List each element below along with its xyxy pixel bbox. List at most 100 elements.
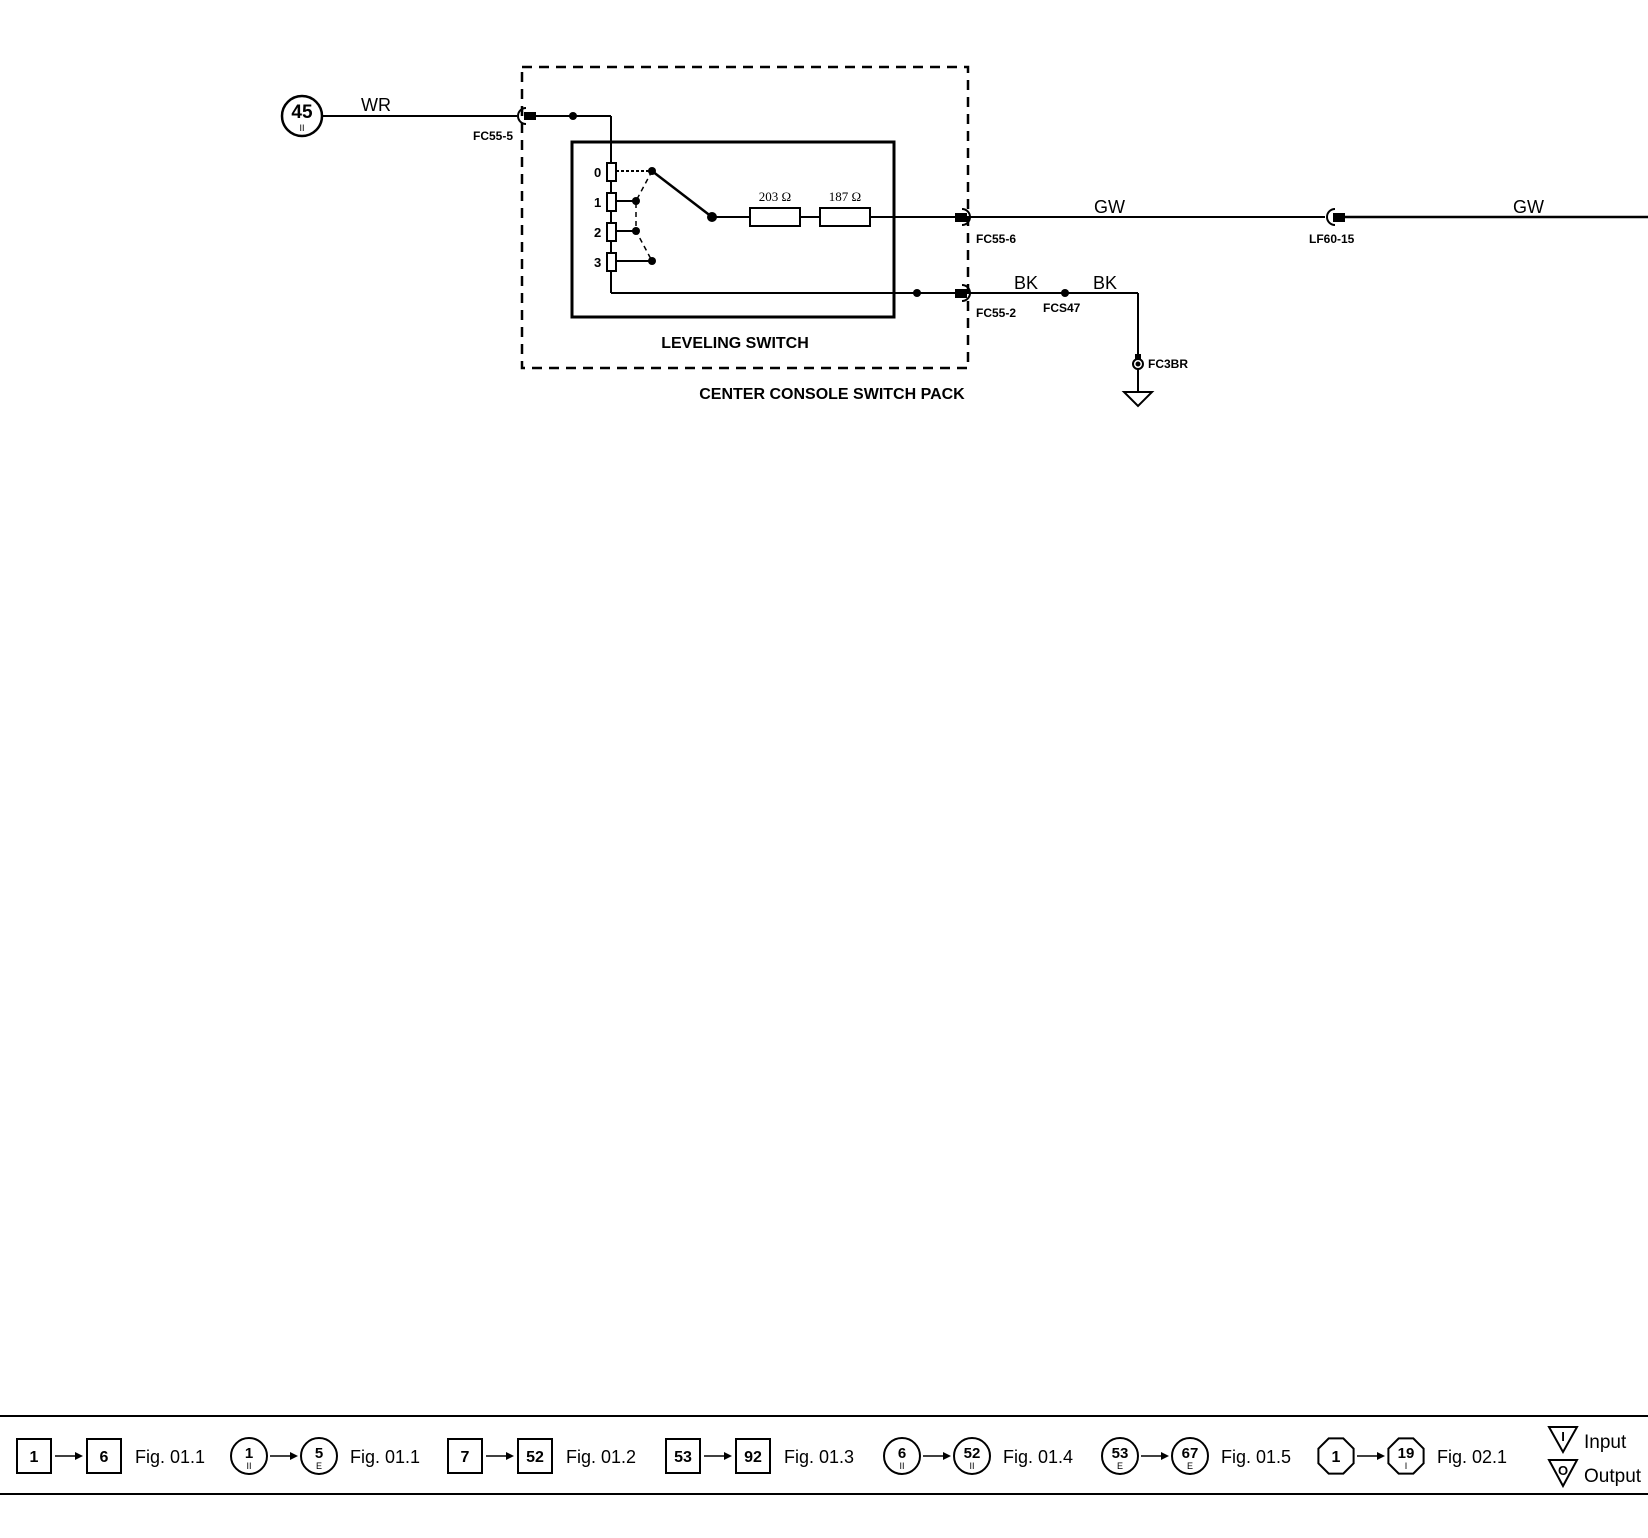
position-2-label: 2 (594, 225, 601, 240)
arrow-right-icon (1161, 1452, 1169, 1460)
legend-fig-label: Fig. 01.5 (1221, 1447, 1291, 1467)
splice-fcs47 (1061, 289, 1069, 297)
output-triangle-icon (1547, 1459, 1579, 1489)
resistor-187-label: 187 Ω (829, 189, 861, 204)
legend-from-symbol-number: 6 (898, 1445, 906, 1462)
switch-pack-label: CENTER CONSOLE SWITCH PACK (699, 386, 965, 403)
arrow-right-icon (290, 1452, 298, 1460)
reference-sub: II (299, 123, 304, 133)
legend-fig-label: Fig. 01.2 (566, 1447, 636, 1467)
position-3-label: 3 (594, 255, 601, 270)
legend-to-symbol-number: 92 (744, 1449, 762, 1466)
legend-fig-label: Fig. 01.3 (784, 1447, 854, 1467)
legend-to-symbol: 5E (300, 1437, 338, 1475)
arrow-right-icon (75, 1452, 83, 1460)
center-console-switch-pack-box (520, 65, 970, 370)
contact-3 (606, 252, 617, 272)
legend-from-symbol-sub: II (246, 1461, 251, 1471)
legend-item: 1 19I Fig. 02.1 (1317, 1437, 1507, 1475)
legend-from-symbol-sub: II (899, 1461, 904, 1471)
legend-fig-label: Fig. 02.1 (1437, 1447, 1507, 1467)
gw-wire-label-2: GW (1513, 197, 1544, 217)
leveling-switch-box (570, 140, 896, 319)
arrow-right-icon (943, 1452, 951, 1460)
connector-lf60-15-symbol (1326, 208, 1336, 226)
connector-fc55-6-symbol (961, 208, 971, 226)
arrow-right-icon (506, 1452, 514, 1460)
legend-to-symbol: 19I (1387, 1437, 1425, 1475)
legend-item: 1II 5E Fig. 01.1 (230, 1437, 420, 1475)
legend-from-symbol: 1 (1317, 1437, 1355, 1475)
connector-fc55-6-label: FC55-6 (976, 232, 1016, 246)
contact-2 (606, 222, 617, 242)
switch-arm (651, 170, 713, 218)
legend-from-symbol: 1 (16, 1438, 52, 1474)
legend-item: 53 92 Fig. 01.3 (665, 1438, 854, 1474)
legend-item: 1 6 Fig. 01.1 (16, 1438, 205, 1474)
legend-from-symbol: 53 (665, 1438, 701, 1474)
wr-wire-label: WR (361, 95, 391, 115)
leveling-switch-label: LEVELING SWITCH (661, 335, 809, 352)
legend-fig-label: Fig. 01.4 (1003, 1447, 1073, 1467)
legend-from-symbol: 1II (230, 1437, 268, 1475)
output-key: O Output (1547, 1459, 1642, 1489)
legend-from-symbol-sub: E (1117, 1461, 1123, 1471)
ground-fc3br-label: FC3BR (1148, 357, 1188, 371)
legend-to-symbol-sub: I (1405, 1461, 1408, 1471)
output-symbol: O (1558, 1463, 1568, 1478)
input-label: Input (1584, 1432, 1627, 1453)
resistor-203-label: 203 Ω (759, 189, 791, 204)
input-key: I Input (1547, 1426, 1627, 1455)
connector-lf60-15-label: LF60-15 (1309, 232, 1355, 246)
legend-from-symbol: 6II (883, 1437, 921, 1475)
legend-from-symbol-number: 1 (245, 1445, 253, 1462)
input-triangle-icon (1547, 1426, 1579, 1455)
resistor-187 (819, 207, 871, 227)
position-1-label: 1 (594, 195, 601, 210)
legend-from-symbol-number: 53 (1112, 1445, 1129, 1462)
resistor-203 (749, 207, 801, 227)
bk-wire-label-1: BK (1014, 273, 1038, 293)
connector-fc55-5-symbol (517, 107, 527, 125)
junction-dot (569, 112, 577, 120)
legend-to-symbol: 67E (1171, 1437, 1209, 1475)
arrow-right-icon (724, 1452, 732, 1460)
legend-to-symbol-sub: E (316, 1461, 322, 1471)
contact-0 (606, 162, 617, 182)
legend-to-symbol-number: 6 (100, 1449, 109, 1466)
connector-fc55-5-label: FC55-5 (473, 129, 513, 143)
legend-from-symbol-number: 1 (1332, 1449, 1341, 1466)
reference-number: 45 (291, 102, 313, 123)
ground-symbol (1121, 391, 1155, 408)
position-0-label: 0 (594, 165, 601, 180)
legend-fig-label: Fig. 01.1 (350, 1447, 420, 1467)
connector-fc55-2-symbol (961, 284, 971, 302)
legend-to-symbol-number: 5 (315, 1445, 323, 1462)
bk-wire-label-2: BK (1093, 273, 1117, 293)
legend-from-symbol: 7 (447, 1438, 483, 1474)
gw-wire-label-1: GW (1094, 197, 1125, 217)
legend-to-symbol-number: 67 (1182, 1445, 1199, 1462)
legend-to-symbol-sub: II (969, 1461, 974, 1471)
legend-from-symbol: 53E (1101, 1437, 1139, 1475)
connector-fc55-2-label: FC55-2 (976, 306, 1016, 320)
contact-1 (606, 192, 617, 212)
splice-fcs47-label: FCS47 (1043, 301, 1081, 315)
input-symbol: I (1561, 1429, 1565, 1444)
legend-item: 7 52 Fig. 01.2 (447, 1438, 636, 1474)
legend-to-symbol: 6 (86, 1438, 122, 1474)
legend-to-symbol-number: 52 (964, 1445, 981, 1462)
legend-to-symbol: 52 (517, 1438, 553, 1474)
legend-from-symbol-number: 1 (30, 1449, 39, 1466)
legend-to-symbol-number: 19 (1398, 1445, 1415, 1462)
legend-to-symbol-number: 52 (526, 1449, 544, 1466)
legend-from-symbol-number: 53 (674, 1449, 692, 1466)
legend-fig-label: Fig. 01.1 (135, 1447, 205, 1467)
legend-to-symbol-sub: E (1187, 1461, 1193, 1471)
legend-from-symbol-number: 7 (461, 1449, 470, 1466)
